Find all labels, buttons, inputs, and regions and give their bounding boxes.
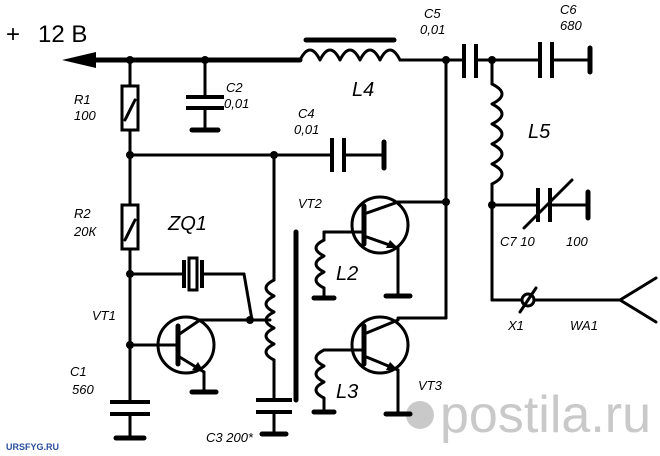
- c7-trim-arrow-icon: [522, 178, 574, 230]
- capacitor-c5: [462, 44, 542, 78]
- label-c4-value: 0,01: [294, 122, 319, 137]
- capacitor-c2: [186, 58, 224, 133]
- label-l5: L5: [528, 121, 551, 143]
- label-r2-value: 20К: [73, 224, 97, 239]
- supply-arrow-icon: [62, 52, 96, 68]
- supply-voltage: 12 В: [38, 21, 87, 48]
- inductor-l3: [311, 348, 356, 415]
- resistor-r1: [120, 58, 140, 207]
- inductor-l4: [298, 37, 464, 62]
- capacitor-c1: [110, 400, 150, 441]
- label-l4: L4: [352, 79, 374, 101]
- label-l2: L2: [336, 263, 358, 285]
- watermark-text: postila.ru: [440, 386, 651, 444]
- capacitor-c4: [330, 138, 387, 172]
- l5-coil: [490, 82, 504, 186]
- antenna-wa1-icon: [618, 276, 658, 324]
- label-r1: R1: [74, 92, 91, 107]
- crystal-zq1: [128, 256, 254, 322]
- site-tag: URSFYG.RU: [6, 442, 59, 452]
- label-c1-value: 560: [72, 382, 94, 397]
- label-c1: C1: [70, 364, 87, 379]
- supply-terminal: [62, 52, 303, 68]
- label-vt2: VT2: [298, 196, 323, 211]
- transistor-vt1: [128, 315, 252, 395]
- label-c4: C4: [298, 106, 315, 121]
- label-wa1: WA1: [570, 318, 598, 333]
- watermark: postila.ru: [406, 386, 651, 444]
- label-zq1: ZQ1: [167, 213, 207, 235]
- l4-coil: [298, 48, 402, 62]
- label-c7: C7 10: [500, 234, 535, 249]
- transformer-primary: [248, 153, 299, 403]
- label-c5-value: 0,01: [420, 22, 445, 37]
- inductor-l2: [311, 230, 356, 301]
- label-c3: C3 200*: [206, 430, 254, 445]
- label-vt3: VT3: [418, 378, 443, 393]
- label-c7-value: 100: [566, 234, 588, 249]
- label-c6-value: 680: [560, 18, 582, 33]
- label-c6: C6: [560, 2, 577, 17]
- label-r2: R2: [74, 206, 91, 221]
- label-l3: L3: [336, 381, 358, 403]
- resistor-r2: [120, 203, 140, 402]
- label-r1-value: 100: [74, 108, 96, 123]
- label-c2-value: 0,01: [224, 96, 249, 111]
- capacitor-c3: [256, 398, 292, 437]
- transistor-vt3: [350, 315, 413, 417]
- inductor-l5: [490, 58, 524, 302]
- label-x1: X1: [507, 318, 524, 333]
- l3-coil: [314, 348, 326, 400]
- transistor-vt2: [350, 195, 448, 299]
- label-c2: C2: [226, 80, 243, 95]
- connector-x1: [518, 286, 622, 314]
- supply-plus: +: [6, 21, 20, 48]
- l2-coil: [314, 238, 326, 290]
- capacitor-c7: [490, 178, 591, 230]
- label-c5: C5: [424, 6, 441, 21]
- capacitor-c6: [538, 42, 593, 78]
- label-vt1: VT1: [92, 308, 116, 323]
